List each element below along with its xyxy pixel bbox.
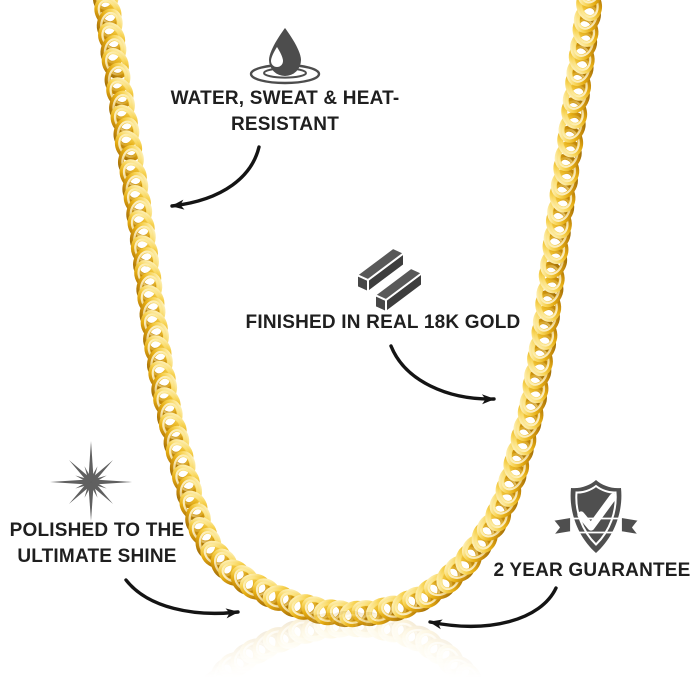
callout-label-gold: FINISHED IN REAL 18K GOLD bbox=[245, 312, 521, 333]
curved-arrow-gold-icon bbox=[389, 344, 496, 405]
curved-arrow-polish-icon bbox=[124, 578, 240, 619]
callout-label-water: WATER, SWEAT & HEAT-RESISTANT bbox=[170, 88, 400, 135]
shield-check-icon bbox=[552, 480, 640, 553]
callout-label-polish: POLISHED TO THE ULTIMATE SHINE bbox=[9, 520, 185, 567]
callout-label-guarantee: 2 YEAR GUARANTEE bbox=[493, 560, 691, 581]
water-drop-icon bbox=[249, 28, 321, 85]
sparkle-icon bbox=[50, 441, 132, 521]
curved-arrow-guarantee-icon bbox=[428, 586, 558, 630]
curved-arrow-water-icon bbox=[170, 145, 261, 210]
gold-bars-icon bbox=[356, 247, 423, 313]
